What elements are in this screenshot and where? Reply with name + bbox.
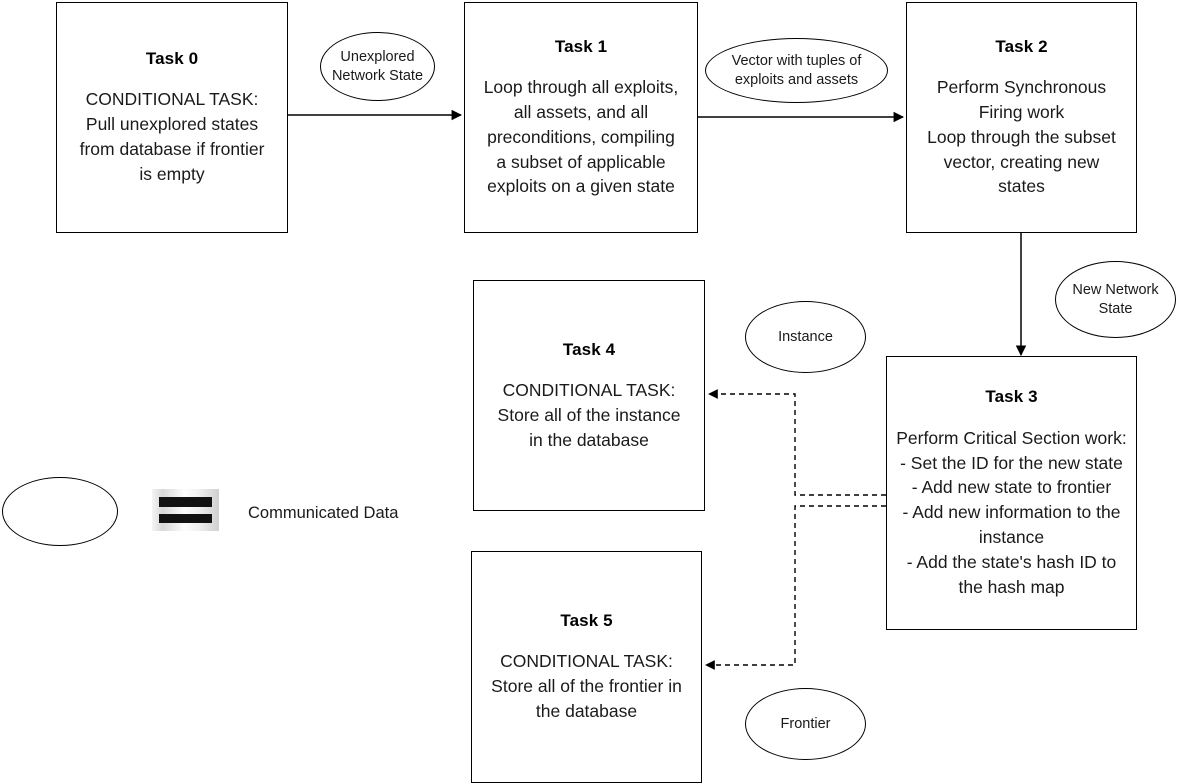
- data-ellipse-instance[interactable]: Instance: [745, 301, 866, 373]
- equals-icon-bar-top: [159, 497, 212, 507]
- task-0-title: Task 0: [145, 49, 199, 69]
- task-3-body: Perform Critical Section work: - Set the…: [896, 427, 1127, 597]
- task-1-title: Task 1: [554, 36, 608, 56]
- data-ellipse-label: Vector with tuples of exploits and asset…: [731, 52, 862, 88]
- data-ellipse-vector-tuples[interactable]: Vector with tuples of exploits and asset…: [705, 38, 888, 103]
- task-2-title: Task 2: [995, 36, 1048, 56]
- data-ellipse-label: Frontier: [780, 715, 831, 732]
- flow-task3-to-task5: [705, 505, 886, 670]
- task-5-title: Task 5: [560, 611, 613, 631]
- task-2-body: Perform Synchronous Firing work Loop thr…: [927, 77, 1116, 197]
- data-ellipse-frontier[interactable]: Frontier: [745, 688, 866, 760]
- equals-icon-bar-bottom: [159, 513, 212, 523]
- task-box-task-1[interactable]: Task 1 Loop through all exploits, all as…: [464, 2, 698, 233]
- equals-icon: [152, 489, 219, 531]
- task-4-body: CONDITIONAL TASK: Store all of the insta…: [497, 379, 681, 450]
- task-box-task-0[interactable]: Task 0 CONDITIONAL TASK: Pull unexplored…: [56, 2, 288, 233]
- task-4-title: Task 4: [562, 339, 616, 359]
- legend-ellipse-shape: [2, 477, 118, 546]
- task-3-title: Task 3: [985, 387, 1038, 407]
- flow-task3-to-task4: [708, 389, 886, 496]
- task-5-body: CONDITIONAL TASK: Store all of the front…: [491, 651, 682, 722]
- legend-label: Communicated Data: [248, 504, 399, 522]
- task-1-body: Loop through all exploits, all assets, a…: [483, 77, 679, 197]
- task-box-task-4[interactable]: Task 4 CONDITIONAL TASK: Store all of th…: [473, 280, 705, 511]
- data-ellipse-label: Instance: [778, 328, 833, 345]
- task-box-task-5[interactable]: Task 5 CONDITIONAL TASK: Store all of th…: [471, 551, 702, 783]
- data-ellipse-label: Unexplored Network State: [331, 48, 424, 84]
- task-box-task-3[interactable]: Task 3 Perform Critical Section work: - …: [886, 356, 1137, 630]
- task-0-body: CONDITIONAL TASK: Pull unexplored states…: [79, 89, 265, 184]
- data-ellipse-label: New Network State: [1072, 281, 1159, 317]
- data-ellipse-new-network-state[interactable]: New Network State: [1055, 261, 1176, 338]
- task-box-task-2[interactable]: Task 2 Perform Synchronous Firing work L…: [906, 2, 1137, 233]
- data-ellipse-unexplored-network-state[interactable]: Unexplored Network State: [320, 32, 435, 101]
